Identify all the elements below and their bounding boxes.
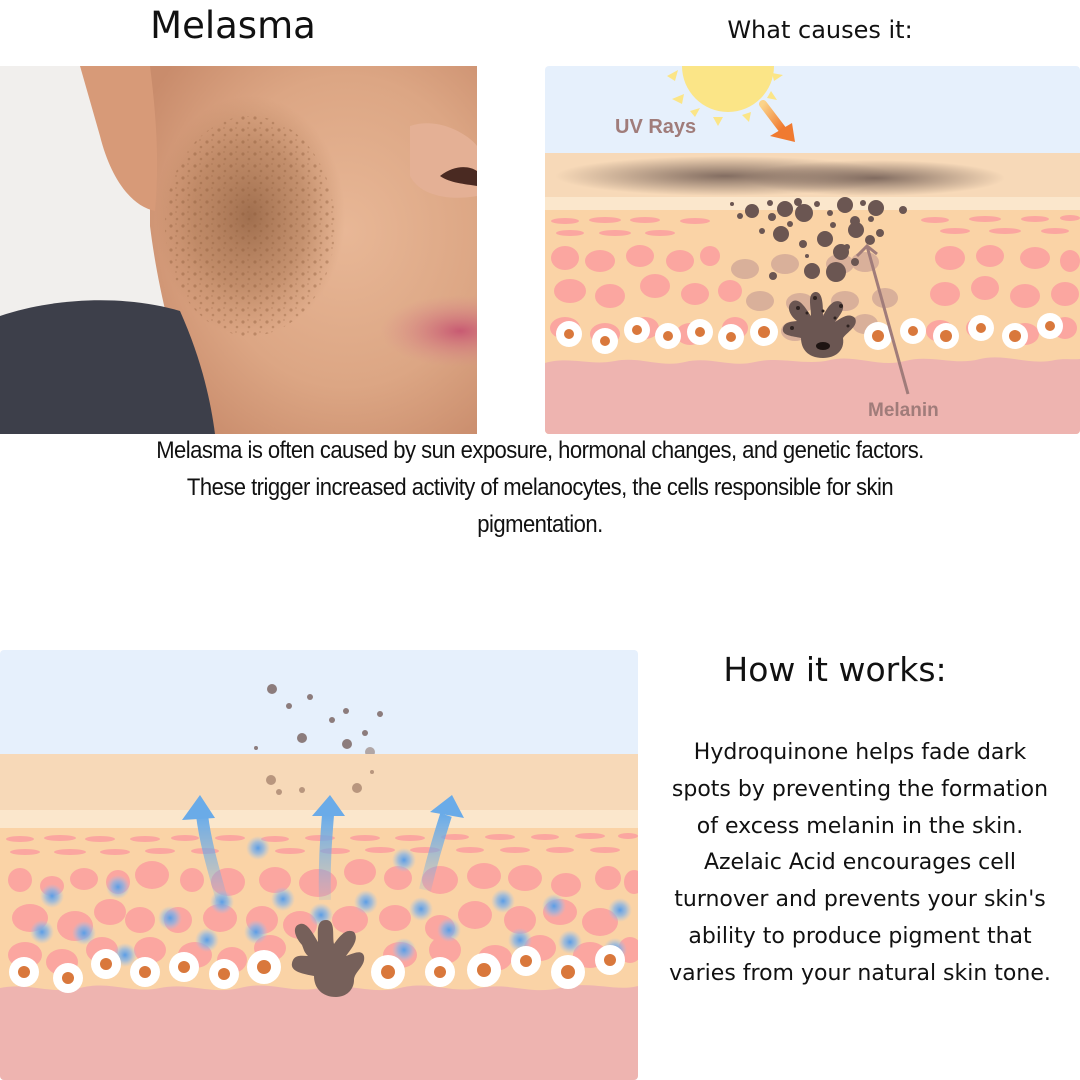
melanocyte-icon [782,291,856,358]
melanocyte-icon [291,920,365,997]
melanin-label: Melanin [868,400,939,421]
how-line: spots by preventing the formation [671,776,1049,802]
causes-line: Melasma is often caused by sun exposure,… [156,437,924,464]
how-it-works-heading: How it works: [723,650,947,689]
how-it-works-paragraph: Hydroquinone helps fade dark spots by pr… [640,735,1080,993]
how-line: varies from your natural skin tone. [669,960,1051,986]
how-line: of excess melanin in the skin. [696,813,1024,839]
causes-heading: What causes it: [727,16,913,44]
how-line: ability to produce pigment that [688,923,1032,949]
causes-line: These trigger increased activity of mela… [186,474,894,501]
page-title: Melasma [150,4,316,47]
upward-arrows-icon [182,795,464,902]
melanin-granules [730,197,907,282]
melasma-causes-diagram: UV Rays [545,66,1080,434]
causes-line: pigmentation. [477,511,603,538]
melanin-pointer-arrow [855,243,910,395]
how-line: Azelaic Acid encourages cell [703,850,1017,876]
uv-arrow-icon [759,100,795,142]
treatment-diagram [0,650,638,1080]
sun-ray [667,70,678,81]
how-line: turnover and prevents your skin's [674,887,1046,913]
melasma-face-photo [0,66,477,434]
uv-rays-label: UV Rays [615,116,696,138]
how-line: Hydroquinone helps fade dark [693,740,1027,765]
causes-paragraph: Melasma is often caused by sun exposure,… [54,432,1026,543]
